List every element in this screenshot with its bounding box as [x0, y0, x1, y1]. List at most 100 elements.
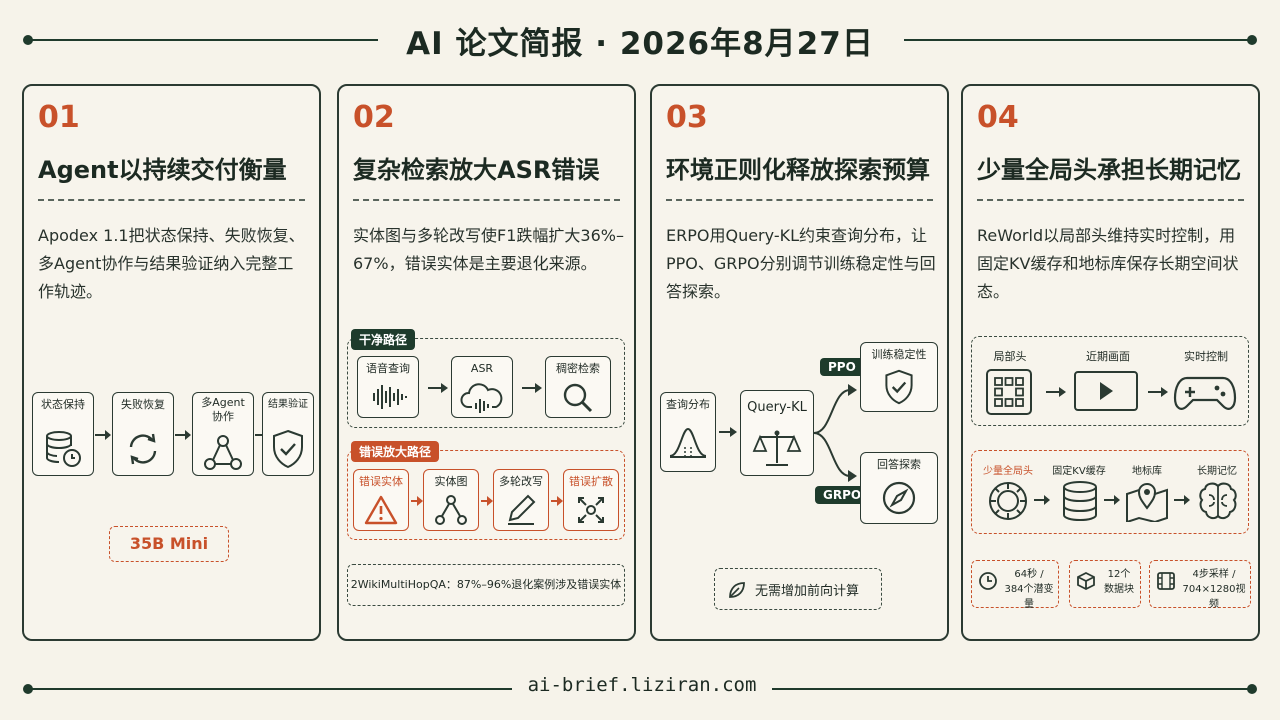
footer-rule-right — [772, 688, 1252, 690]
arrow-right-icon — [480, 495, 494, 507]
header-rule-left — [28, 39, 378, 41]
shield-check-icon — [273, 429, 303, 469]
card-title: 复杂检索放大ASR错误 — [353, 156, 600, 184]
arrow-right-icon — [1045, 386, 1067, 398]
error-path-tag: 错误放大路径 — [351, 441, 440, 462]
flow-node-label: 失败恢复 — [121, 398, 165, 411]
step-label: 错误扩散 — [569, 475, 613, 488]
clean-step-retrieval: 稠密检索 — [545, 356, 611, 418]
clock-icon — [979, 572, 997, 590]
clean-step-voice: 语音查询 — [357, 356, 419, 418]
dataset-note: 2WikiMultiHopQA：87%–96%退化案例涉及错误实体 — [347, 564, 625, 606]
model-badge: 35B Mini — [109, 526, 229, 562]
bell-curve-icon — [669, 427, 707, 458]
global-step-label: 少量全局头 — [983, 466, 1033, 477]
global-path-group — [971, 450, 1249, 534]
cloud-audio-icon — [460, 383, 503, 413]
warning-icon — [364, 495, 398, 525]
flow-node-recovery: 失败恢复 — [112, 392, 174, 476]
stat-sampling: 4步采样 / 704×1280视频 — [1149, 560, 1251, 610]
note-text: 无需增加前向计算 — [755, 584, 860, 599]
answer-exploration-node: 回答探索 — [860, 452, 938, 524]
step-label: 语音查询 — [366, 362, 410, 375]
header-rule-right — [904, 39, 1254, 41]
pencil-icon — [508, 494, 536, 525]
arrow-right-icon — [94, 429, 112, 441]
node-label: 查询分布 — [666, 398, 710, 411]
header-dot-right — [1247, 35, 1257, 45]
grid-icon — [986, 369, 1032, 415]
stat-line: 64秒 / — [1014, 569, 1044, 580]
compass-icon — [882, 481, 916, 515]
footer-rule-left — [28, 688, 512, 690]
arrow-right-icon — [1147, 386, 1169, 398]
arrow-right-icon — [1033, 494, 1051, 506]
card-number: 02 — [353, 100, 395, 135]
arrow-right-icon — [718, 426, 738, 438]
arrow-right-icon — [1173, 494, 1191, 506]
local-step-label: 局部头 — [993, 350, 1027, 363]
search-icon — [563, 383, 593, 413]
arrow-right-icon — [550, 495, 564, 507]
card-description: 实体图与多轮改写使F1跌幅扩大36%–67%，错误实体是主要退化来源。 — [353, 226, 624, 273]
local-path-group — [971, 336, 1249, 426]
play-icon — [1074, 371, 1138, 411]
stat-line: 704×1280视频 — [1182, 584, 1246, 610]
branch-arrows-icon — [814, 384, 857, 482]
leaf-icon — [729, 582, 745, 598]
step-label: 稠密检索 — [556, 362, 600, 375]
flow-node-verify: 结果验证 — [262, 392, 314, 476]
error-path-group — [347, 450, 625, 540]
ppo-tag: PPO — [820, 358, 864, 376]
shield-check-icon — [885, 369, 913, 405]
stat-line: 4步采样 / — [1192, 569, 1236, 580]
map-pin-icon — [1126, 483, 1168, 522]
header: AI 论文简报 · 2026年8月27日 — [0, 18, 1280, 62]
global-step-label: 固定KV缓存 — [1052, 466, 1106, 477]
footer-url[interactable]: ai-brief.liziran.com — [527, 674, 757, 696]
card-number: 04 — [977, 100, 1019, 135]
stat-line: 384个潜变量 — [1004, 584, 1054, 610]
global-step-label: 长期记忆 — [1197, 466, 1237, 477]
clean-path-tag: 干净路径 — [351, 329, 416, 350]
arrow-right-icon — [1103, 494, 1121, 506]
error-step-graph: 实体图 — [423, 469, 479, 531]
network-icon — [204, 435, 242, 470]
card-01: 01 Agent以持续交付衡量 Apodex 1.1把状态保持、失败恢复、多Ag… — [22, 84, 321, 641]
card-divider — [38, 199, 305, 201]
page-title: AI 论文简报 · 2026年8月27日 — [406, 26, 874, 62]
cube-icon — [1077, 571, 1095, 591]
clean-step-asr: ASR — [451, 356, 513, 418]
database-icon — [1063, 481, 1097, 522]
arrow-right-icon — [410, 495, 424, 507]
stat-line: 数据块 — [1104, 584, 1134, 595]
flow-node-collab: 多Agent 协作 — [192, 392, 254, 476]
card-title: 少量全局头承担长期记忆 — [977, 156, 1241, 184]
card-title: 环境正则化释放探索预算 — [666, 156, 930, 184]
card-04: 04 少量全局头承担长期记忆 ReWorld以局部头维持实时控制，用固定KV缓存… — [961, 84, 1260, 641]
card-02: 02 复杂检索放大ASR错误 实体图与多轮改写使F1跌幅扩大36%–67%，错误… — [337, 84, 636, 641]
node-label: Query-KL — [747, 400, 807, 415]
brain-icon — [1199, 482, 1237, 520]
flow-node-label: 结果验证 — [268, 399, 308, 410]
card-description: ReWorld以局部头维持实时控制，用固定KV缓存和地标库保存长期空间状态。 — [977, 226, 1239, 301]
training-stability-node: 训练稳定性 — [860, 342, 938, 412]
no-extra-compute-note: 无需增加前向计算 — [714, 568, 882, 610]
error-step-entity: 错误实体 — [353, 469, 409, 531]
error-step-spread: 错误扩散 — [563, 469, 619, 531]
stat-duration: 64秒 / 384个潜变量 — [971, 560, 1059, 610]
card-03: 03 环境正则化释放探索预算 ERPO用Query-KL约束查询分布，让PPO、… — [650, 84, 949, 641]
error-step-rewrite: 多轮改写 — [493, 469, 549, 531]
flow-node-label: 状态保持 — [41, 398, 85, 411]
flow-node-state: 状态保持 — [32, 392, 94, 476]
stat-chunks: 12个数据块 — [1069, 560, 1141, 608]
grpo-tag: GRPO — [815, 486, 870, 504]
flow-node-label: 多Agent 协作 — [201, 396, 245, 423]
query-distribution-node: 查询分布 — [660, 392, 716, 472]
arrow-right-icon — [427, 382, 449, 394]
node-label: 训练稳定性 — [871, 348, 927, 361]
step-label: ASR — [470, 362, 494, 375]
ring-icon — [989, 482, 1027, 520]
card-divider — [666, 199, 933, 201]
clean-path-group — [347, 338, 625, 428]
